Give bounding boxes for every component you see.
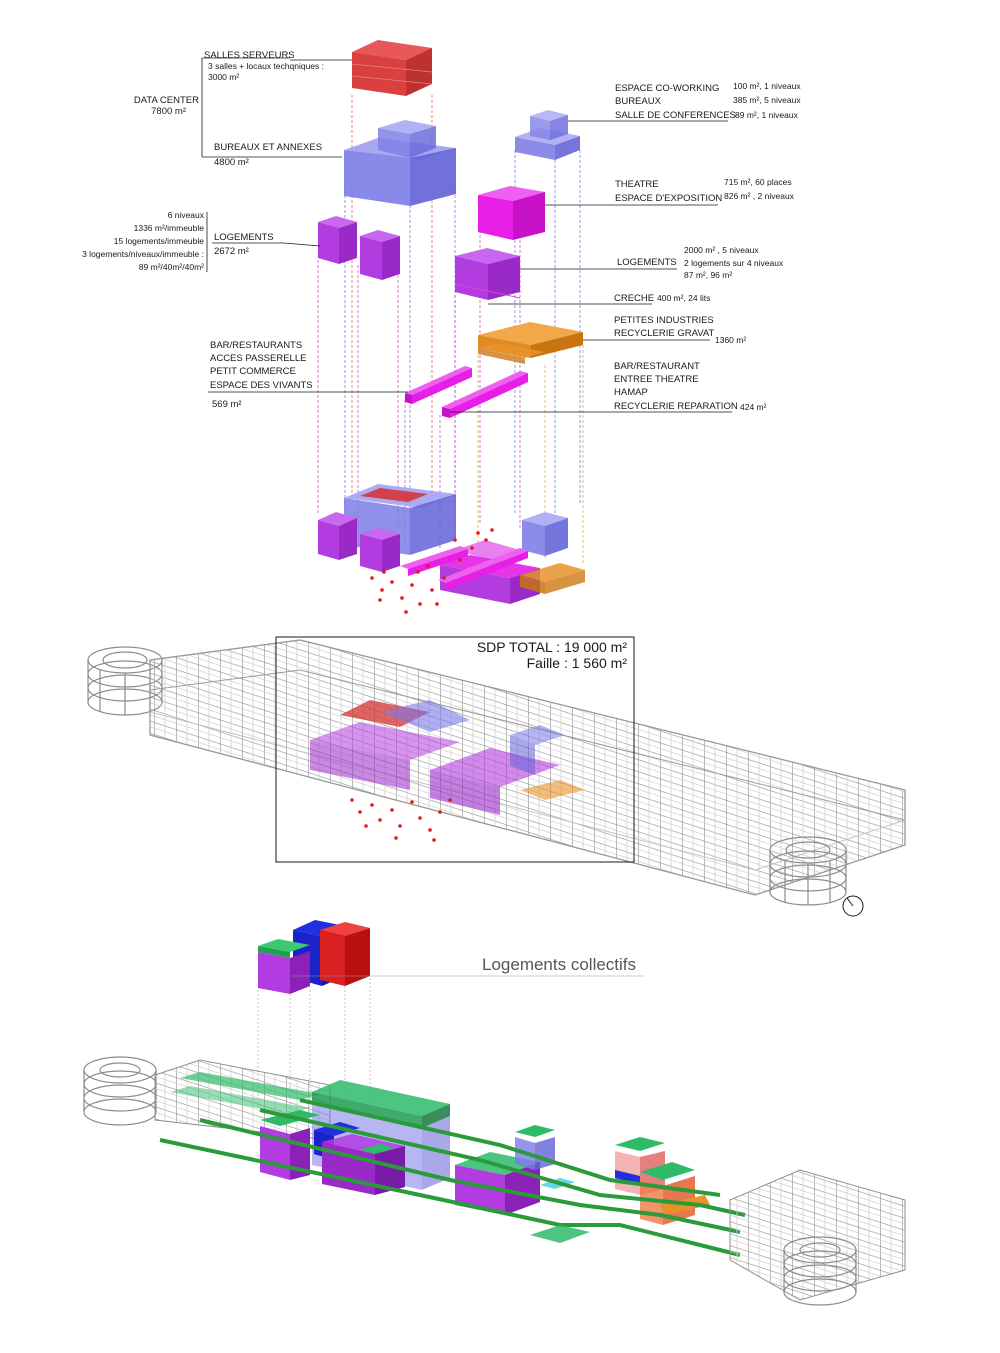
svg-text:569 m²: 569 m² [212, 399, 242, 410]
svg-text:7800 m²: 7800 m² [151, 106, 186, 117]
label-housing-right: 2000 m² , 5 niveaux 2 logements sur 4 ni… [520, 245, 784, 280]
assembled-composition [318, 484, 585, 604]
housing-left-blocks [318, 216, 400, 280]
bar-strips [405, 366, 528, 418]
svg-text:ESPACE DES VIVANTS: ESPACE DES VIVANTS [210, 380, 313, 391]
svg-text:HAMAP: HAMAP [614, 387, 648, 398]
svg-text:ESPACE CO-WORKING: ESPACE CO-WORKING [615, 83, 719, 94]
svg-text:BAR/RESTAURANT: BAR/RESTAURANT [614, 361, 700, 372]
svg-text:BUREAUX ET ANNEXES: BUREAUX ET ANNEXES [214, 142, 322, 153]
housing-right-block [454, 248, 521, 300]
svg-text:ACCES PASSERELLE: ACCES PASSERELLE [210, 353, 306, 364]
label-housing-left: 6 niveaux 1336 m²/immeuble 15 logements/… [82, 210, 321, 272]
svg-text:SALLE DE CONFERENCES: SALLE DE CONFERENCES [615, 110, 736, 121]
svg-text:THEATRE: THEATRE [615, 179, 659, 190]
svg-text:89 m²/40m²/40m²: 89 m²/40m²/40m² [139, 262, 204, 272]
theatre-block [478, 186, 545, 240]
faille-label: Faille : 1 560 m² [527, 655, 628, 671]
industry-block [478, 322, 583, 364]
svg-text:385 m², 5 niveaux: 385 m², 5 niveaux [733, 95, 801, 105]
structural-grid-building: SDP TOTAL : 19 000 m² Faille : 1 560 m² [87, 636, 906, 917]
svg-text:3 logements/niveaux/immeuble :: 3 logements/niveaux/immeuble : [82, 249, 204, 259]
faille-dots-grid [350, 798, 452, 842]
svg-text:3 salles + locaux techqniques: 3 salles + locaux techqniques : [208, 61, 324, 71]
label-server-rooms: SALLES SERVEURS 3 salles + locaux techqn… [204, 50, 352, 82]
faille-dots [370, 528, 494, 614]
label-bar-right: BAR/RESTAURANT ENTREE THEATRE HAMAP RECY… [450, 361, 767, 413]
svg-text:ESPACE D'EXPOSITION: ESPACE D'EXPOSITION [615, 193, 722, 204]
svg-text:715 m², 60 places: 715 m², 60 places [724, 177, 792, 187]
svg-text:3000 m²: 3000 m² [208, 72, 239, 82]
svg-text:BUREAUX: BUREAUX [615, 96, 662, 107]
label-offices-annex: BUREAUX ET ANNEXES 4800 m² [214, 142, 322, 168]
left-rotunda-bottom [83, 1056, 157, 1126]
compass-icon [842, 895, 864, 917]
svg-text:DATA CENTER: DATA CENTER [134, 95, 199, 106]
label-bar-left: BAR/RESTAURANTS ACCES PASSERELLE PETIT C… [208, 340, 408, 410]
svg-text:CRECHE: CRECHE [614, 293, 654, 304]
green-platform [530, 1225, 590, 1243]
label-theatre: THEATRE ESPACE D'EXPOSITION 715 m², 60 p… [545, 177, 795, 206]
svg-text:1336 m²/immeuble: 1336 m²/immeuble [134, 223, 205, 233]
svg-text:826 m² , 2 niveaux: 826 m² , 2 niveaux [724, 191, 795, 201]
program-inside-grid [310, 700, 585, 815]
svg-text:89 m², 1 niveaux: 89 m², 1 niveaux [735, 110, 799, 120]
svg-text:400 m², 24 lits: 400 m², 24 lits [657, 293, 710, 303]
svg-text:SALLES SERVEURS: SALLES SERVEURS [204, 50, 295, 61]
svg-text:LOGEMENTS: LOGEMENTS [214, 232, 274, 243]
sdp-total-label: SDP TOTAL : 19 000 m² [477, 639, 628, 655]
label-coworking: ESPACE CO-WORKING BUREAUX SALLE DE CONFE… [568, 81, 801, 122]
svg-text:RECYCLERIE REPARATION: RECYCLERIE REPARATION [614, 401, 738, 412]
collective-housing-diagram: Logements collectifs [83, 920, 906, 1306]
svg-text:4800 m²: 4800 m² [214, 157, 249, 168]
svg-text:2672 m²: 2672 m² [214, 246, 249, 257]
focus-frame [275, 636, 635, 863]
right-rotunda-bottom [783, 1236, 857, 1306]
offices-annex-block [344, 120, 456, 206]
label-data-center: DATA CENTER 7800 m² [134, 57, 342, 158]
collective-housing-title: Logements collectifs [482, 955, 636, 974]
svg-text:2000 m² , 5 niveaux: 2000 m² , 5 niveaux [684, 245, 759, 255]
svg-text:BAR/RESTAURANTS: BAR/RESTAURANTS [210, 340, 302, 351]
svg-text:RECYCLERIE GRAVAT: RECYCLERIE GRAVAT [614, 328, 714, 339]
svg-text:PETIT COMMERCE: PETIT COMMERCE [210, 366, 296, 377]
svg-text:LOGEMENTS: LOGEMENTS [617, 257, 677, 268]
svg-text:6 niveaux: 6 niveaux [168, 210, 205, 220]
right-rotunda [769, 836, 847, 906]
svg-text:ENTREE THEATRE: ENTREE THEATRE [614, 374, 699, 385]
svg-text:1360 m²: 1360 m² [715, 335, 746, 345]
svg-text:87 m², 96 m²: 87 m², 96 m² [684, 270, 732, 280]
server-rooms-block [351, 40, 433, 96]
svg-text:424 m²: 424 m² [740, 402, 767, 412]
svg-text:100 m², 1 niveaux: 100 m², 1 niveaux [733, 81, 801, 91]
svg-text:2 logements sur 4 niveaux: 2 logements sur 4 niveaux [684, 258, 784, 268]
svg-text:PETITES INDUSTRIES: PETITES INDUSTRIES [614, 315, 714, 326]
svg-text:15 logements/immeuble: 15 logements/immeuble [114, 236, 205, 246]
label-creche: CRECHE 400 m², 24 lits [488, 293, 710, 305]
green-roofs-left [170, 1072, 320, 1114]
exploded-program-diagram [317, 40, 585, 614]
coworking-block [515, 110, 580, 160]
label-industries: PETITES INDUSTRIES RECYCLERIE GRAVAT 136… [583, 315, 746, 345]
